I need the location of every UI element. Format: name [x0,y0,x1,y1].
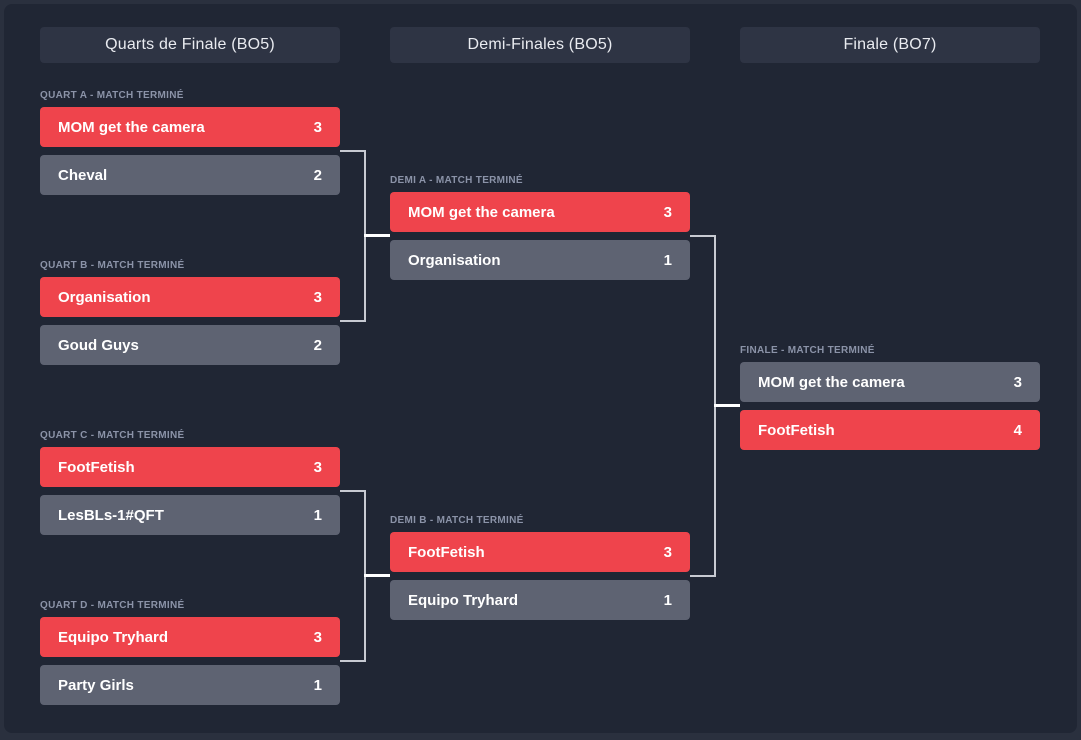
team-row[interactable]: Equipo Tryhard 3 [40,617,340,657]
match-status-label: QUART B - MATCH TERMINÉ [40,260,185,271]
round-header-semifinals: Demi-Finales (BO5) [390,27,690,63]
team-score: 3 [313,118,322,136]
match-status-label: DEMI A - MATCH TERMINÉ [390,175,523,186]
team-score: 3 [663,543,672,561]
team-score: 3 [663,203,672,221]
match-status-label: QUART A - MATCH TERMINÉ [40,90,184,101]
team-score: 1 [663,591,672,609]
team-row[interactable]: LesBLs-1#QFT 1 [40,495,340,535]
team-name: Party Girls [58,676,134,694]
match-status-label: QUART D - MATCH TERMINÉ [40,600,185,611]
team-name: FootFetish [408,543,485,561]
match-status-label: FINALE - MATCH TERMINÉ [740,345,875,356]
team-score: 2 [313,166,322,184]
bracket-connector [690,575,716,577]
team-score: 1 [313,506,322,524]
team-score: 3 [313,288,322,306]
team-row[interactable]: FootFetish 3 [390,532,690,572]
bracket-connector [714,404,740,407]
team-row[interactable]: Organisation 3 [40,277,340,317]
team-name: Equipo Tryhard [408,591,519,609]
team-name: MOM get the camera [58,118,205,136]
team-row[interactable]: Cheval 2 [40,155,340,195]
match-status-label: QUART C - MATCH TERMINÉ [40,430,185,441]
match-demi-b: DEMI B - MATCH TERMINÉ FootFetish 3 Equi… [390,515,690,628]
team-name: MOM get the camera [758,373,905,391]
round-header-final: Finale (BO7) [740,27,1040,63]
team-row[interactable]: MOM get the camera 3 [740,362,1040,402]
team-row[interactable]: Organisation 1 [390,240,690,280]
round-header-quarterfinals: Quarts de Finale (BO5) [40,27,340,63]
team-name: FootFetish [58,458,135,476]
team-score: 3 [313,628,322,646]
bracket-connector [340,660,366,662]
bracket-connector [364,574,390,577]
bracket-container: Quarts de Finale (BO5) Demi-Finales (BO5… [4,4,1077,733]
match-status-label: DEMI B - MATCH TERMINÉ [390,515,524,526]
team-name: FootFetish [758,421,835,439]
bracket-connector [340,150,366,152]
team-name: Equipo Tryhard [58,628,169,646]
bracket-connector [340,490,366,492]
match-quart-a: QUART A - MATCH TERMINÉ MOM get the came… [40,90,340,203]
team-name: MOM get the camera [408,203,555,221]
match-quart-c: QUART C - MATCH TERMINÉ FootFetish 3 Les… [40,430,340,543]
team-score: 2 [313,336,322,354]
bracket-connector [340,320,366,322]
team-score: 1 [313,676,322,694]
team-row[interactable]: MOM get the camera 3 [40,107,340,147]
team-score: 3 [1013,373,1022,391]
bracket-connector [364,234,390,237]
team-row[interactable]: Goud Guys 2 [40,325,340,365]
match-finale: FINALE - MATCH TERMINÉ MOM get the camer… [740,345,1040,458]
team-name: Organisation [408,251,501,269]
team-name: Cheval [58,166,108,184]
team-row[interactable]: Equipo Tryhard 1 [390,580,690,620]
team-row[interactable]: FootFetish 3 [40,447,340,487]
team-score: 1 [663,251,672,269]
team-score: 4 [1013,421,1022,439]
team-row[interactable]: Party Girls 1 [40,665,340,705]
match-quart-d: QUART D - MATCH TERMINÉ Equipo Tryhard 3… [40,600,340,713]
team-score: 3 [313,458,322,476]
team-row[interactable]: MOM get the camera 3 [390,192,690,232]
bracket-connector [690,235,716,237]
match-quart-b: QUART B - MATCH TERMINÉ Organisation 3 G… [40,260,340,373]
team-name: Organisation [58,288,151,306]
team-name: Goud Guys [58,336,139,354]
match-demi-a: DEMI A - MATCH TERMINÉ MOM get the camer… [390,175,690,288]
team-name: LesBLs-1#QFT [58,506,164,524]
team-row[interactable]: FootFetish 4 [740,410,1040,450]
